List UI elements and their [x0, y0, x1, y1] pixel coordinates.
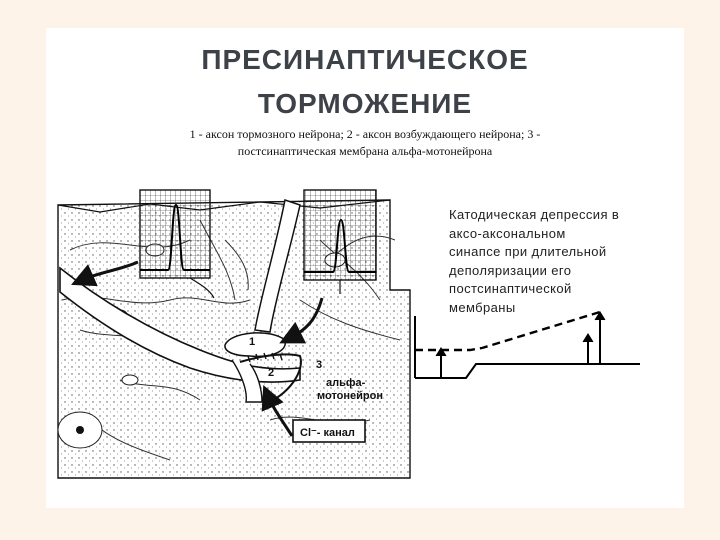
label-1: 1 [249, 336, 255, 348]
oscilloscope-left [140, 190, 210, 278]
oscilloscope-right [304, 190, 376, 280]
description-line-6: мембраны [449, 299, 679, 318]
alpha-label-line-2: мотонейрон [317, 390, 383, 402]
description-line-4: деполяризации его [449, 262, 679, 281]
label-2: 2 [268, 367, 274, 379]
description-line-3: синапсе при длительной [449, 243, 679, 262]
potential-graph [415, 312, 640, 378]
cl-channel-label: Cl⁻- канал [300, 427, 355, 439]
description-line-5: постсинаптической [449, 280, 679, 299]
description-line-1: Катодическая депрессия в [449, 206, 679, 225]
label-3: 3 [316, 359, 322, 371]
graph-spike-2-head [583, 334, 593, 342]
depression-description: Катодическая депрессия в аксо-аксонально… [449, 206, 679, 318]
graph-baseline [415, 364, 640, 378]
description-line-2: аксо-аксональном [449, 225, 679, 244]
alpha-label-line-1: альфа- [326, 377, 366, 389]
graph-dashed-trend [415, 312, 600, 350]
